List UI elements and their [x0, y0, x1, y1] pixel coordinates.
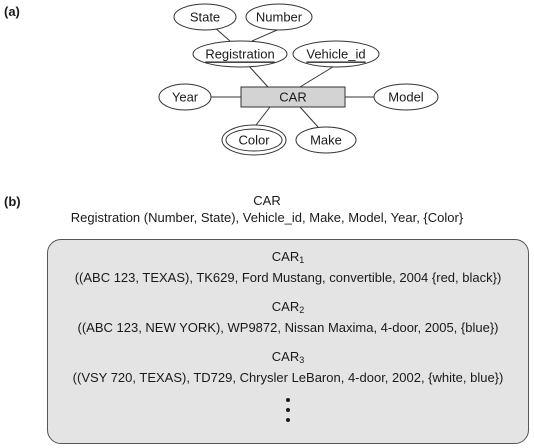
attr-make-ellipse — [295, 126, 357, 154]
entity-car-label: CAR — [279, 90, 306, 105]
instances-panel: CAR1 ((ABC 123, TEXAS), TK629, Ford Must… — [47, 239, 529, 444]
er-connectors — [211, 26, 376, 128]
attr-vehicleid-ellipse — [292, 40, 380, 68]
type-attributes: Registration (Number, State), Vehicle_id… — [70, 210, 464, 225]
edge-registration-car — [247, 64, 269, 88]
instance-3-name: CAR3 — [271, 349, 305, 365]
attr-state-ellipse — [173, 3, 237, 31]
attr-color-label: Color — [238, 133, 270, 148]
edge-car-color — [255, 106, 271, 126]
edge-vehicleid-car — [299, 64, 337, 88]
attr-year-ellipse — [158, 83, 212, 111]
instance-2: CAR2 ((ABC 123, NEW YORK), WP9872, Nissa… — [48, 298, 528, 337]
part-b-label: (b) — [4, 194, 21, 209]
attr-model-ellipse — [373, 83, 439, 111]
attr-make-label: Make — [310, 133, 342, 148]
attr-color-inner-ellipse — [225, 128, 283, 152]
attr-registration-label: Registration — [205, 47, 274, 62]
more-instances-ellipsis — [48, 398, 528, 428]
instance-1: CAR1 ((ABC 123, TEXAS), TK629, Ford Must… — [48, 248, 528, 287]
er-diagram: State Number Registration Vehicle_id Yea… — [158, 3, 439, 156]
instance-2-name: CAR2 — [271, 299, 305, 315]
attr-state-label: State — [190, 10, 220, 25]
type-name: CAR — [253, 193, 281, 208]
entity-car-box — [240, 86, 346, 108]
instance-3: CAR3 ((VSY 720, TEXAS), TD729, Chrysler … — [48, 348, 528, 387]
instance-2-values: ((ABC 123, NEW YORK), WP9872, Nissan Max… — [77, 320, 499, 335]
attr-number-label: Number — [256, 10, 303, 25]
attr-registration-ellipse — [192, 40, 288, 68]
instance-1-values: ((ABC 123, TEXAS), TK629, Ford Mustang, … — [74, 270, 502, 285]
edge-car-make — [299, 106, 319, 128]
instance-3-values: ((VSY 720, TEXAS), TD729, Chrysler LeBar… — [72, 370, 504, 385]
instance-1-name: CAR1 — [271, 249, 305, 265]
attr-number-ellipse — [245, 3, 313, 31]
attr-model-label: Model — [388, 90, 424, 105]
attr-vehicleid-label: Vehicle_id — [306, 47, 365, 62]
part-a-label: (a) — [4, 4, 20, 19]
attr-year-label: Year — [172, 90, 199, 105]
